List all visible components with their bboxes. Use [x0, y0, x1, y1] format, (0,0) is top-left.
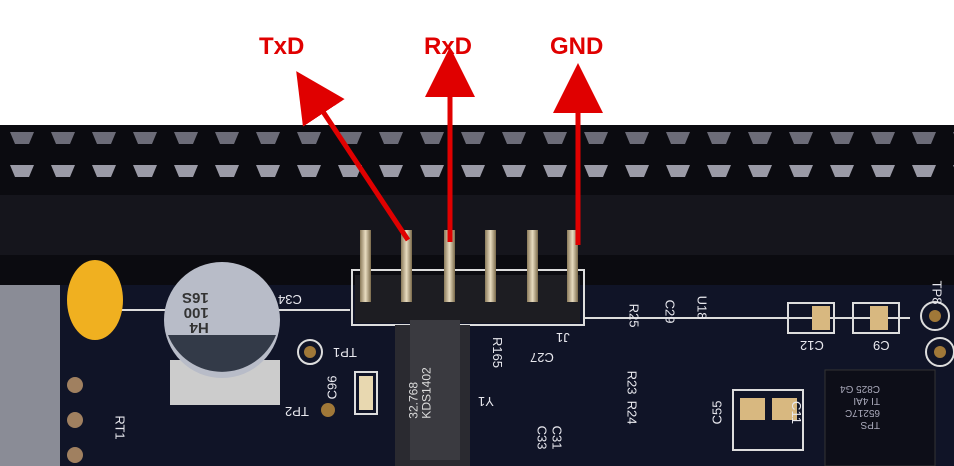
- header-pin: [401, 230, 412, 302]
- header-hole: [912, 165, 936, 177]
- silk-c9: C9: [873, 338, 890, 353]
- silk-c29: C29: [662, 299, 678, 324]
- silk-c55: C55: [709, 400, 725, 425]
- header-hole: [912, 132, 936, 144]
- silk-c11: C11: [788, 401, 804, 424]
- header-pin: [527, 230, 538, 302]
- header-hole: [543, 132, 567, 144]
- header-hole: [789, 165, 813, 177]
- header-hole: [379, 132, 403, 144]
- ic-mark-line: TPS: [860, 419, 881, 430]
- ic-mark-line: 65217C: [845, 407, 881, 418]
- header-hole: [871, 165, 895, 177]
- header-hole: [51, 132, 75, 144]
- header-hole: [830, 132, 854, 144]
- header-hole: [584, 165, 608, 177]
- capacitor-marking: H4 100 16S: [182, 289, 209, 336]
- header-hole: [748, 165, 772, 177]
- silk-tp1: TP1: [333, 345, 357, 360]
- ic-mark-line: TI 4AI: [853, 395, 881, 406]
- silk-c12: C12: [800, 338, 824, 353]
- header-hole: [789, 132, 813, 144]
- ic-marking: TPS 65217C TI 4AI C825 G4: [840, 382, 880, 430]
- header-pin: [485, 230, 496, 302]
- cap-mark-line: 16S: [182, 289, 209, 306]
- yellow-capacitor: [67, 260, 123, 340]
- header-hole: [174, 132, 198, 144]
- silk-c31: C31: [549, 425, 565, 450]
- header-hole: [707, 165, 731, 177]
- header-pin: [444, 230, 455, 302]
- silk-u18: U18: [694, 295, 710, 320]
- header-pin: [360, 230, 371, 302]
- header-hole: [625, 132, 649, 144]
- txd-label: TxD: [259, 33, 305, 60]
- silk-r23: R23: [624, 370, 640, 395]
- header-hole: [215, 165, 239, 177]
- silk-c27: C27: [530, 350, 554, 365]
- header-hole: [707, 132, 731, 144]
- header-hole: [543, 165, 567, 177]
- pmic-chip: [824, 369, 936, 466]
- left-connector: [0, 285, 60, 466]
- silk-tp2: TP2: [285, 404, 309, 419]
- header-hole: [502, 132, 526, 144]
- silk-r25: R25: [626, 303, 642, 328]
- txd-arrow: [296, 71, 411, 242]
- silk-j1: J1: [556, 330, 570, 345]
- silk-r165: R165: [490, 336, 506, 369]
- ic-mark-line: C825 G4: [840, 383, 881, 394]
- silk-rt1: RT1: [112, 415, 128, 440]
- header-hole: [10, 132, 34, 144]
- header-hole: [10, 165, 34, 177]
- header-hole: [871, 132, 895, 144]
- header-pin: [567, 230, 578, 302]
- silk-y1: Y1: [478, 394, 494, 409]
- header-hole: [338, 165, 362, 177]
- silk-tp8: TP8: [929, 280, 945, 305]
- gnd-label: GND: [550, 33, 604, 60]
- header-hole: [502, 165, 526, 177]
- header-hole: [420, 165, 444, 177]
- header-hole: [297, 132, 321, 144]
- header-hole: [174, 165, 198, 177]
- crystal-marking: 32.768 KDS1402: [407, 367, 434, 419]
- silk-r24: R24: [624, 400, 640, 425]
- header-hole: [461, 165, 485, 177]
- rxd-label: RxD: [424, 33, 473, 60]
- silk-c33: C33: [534, 425, 550, 450]
- silk-c34: C34: [278, 292, 302, 307]
- header-hole: [297, 165, 321, 177]
- header-hole: [584, 132, 608, 144]
- header-hole: [379, 165, 403, 177]
- header-hole: [92, 132, 116, 144]
- header-hole: [133, 165, 157, 177]
- header-hole: [461, 132, 485, 144]
- header-hole: [51, 165, 75, 177]
- header-hole: [256, 165, 280, 177]
- header-hole: [256, 132, 280, 144]
- crystal-mark-line: KDS1402: [419, 367, 434, 419]
- header-hole: [92, 165, 116, 177]
- cap-mark-line: H4: [189, 319, 209, 336]
- header-hole: [748, 132, 772, 144]
- header-hole: [625, 165, 649, 177]
- header-hole: [830, 165, 854, 177]
- header-hole: [666, 132, 690, 144]
- j1-pins: [360, 230, 578, 302]
- cap-mark-line: 100: [183, 304, 209, 321]
- header-hole: [666, 165, 690, 177]
- header-hole: [215, 132, 239, 144]
- header-hole: [420, 132, 444, 144]
- silk-c96: C96: [324, 375, 340, 400]
- header-hole: [133, 132, 157, 144]
- header-holes: [10, 132, 954, 177]
